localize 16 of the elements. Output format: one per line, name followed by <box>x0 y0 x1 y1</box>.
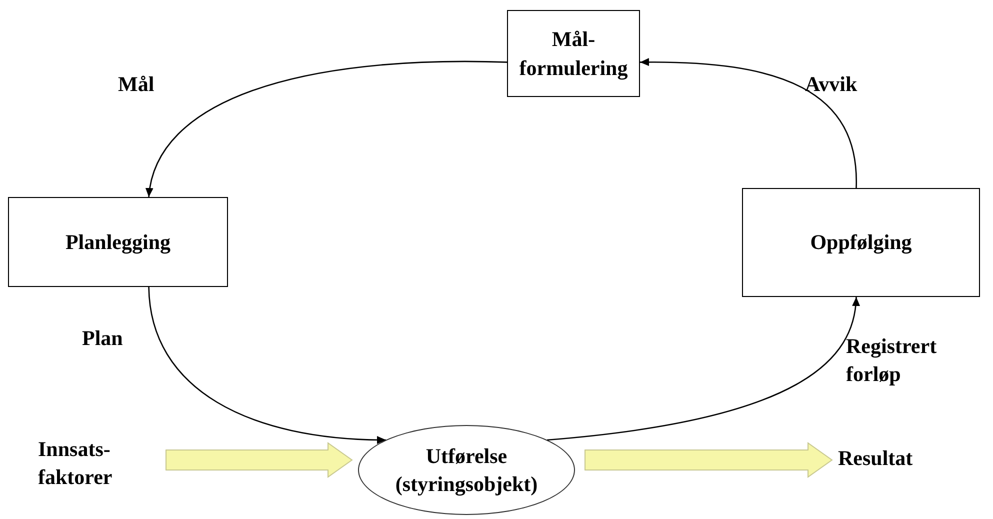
process-box: Oppfølging <box>742 188 980 297</box>
edge-label: Mål <box>118 71 154 98</box>
block-arrow <box>584 442 833 478</box>
process-box: Planlegging <box>8 197 228 287</box>
edge-label: Plan <box>82 325 123 352</box>
input-label: Innsats- faktorer <box>38 428 158 498</box>
execution-ellipse: Utførelse (styringsobjekt) <box>358 425 575 515</box>
edge-label: Registrert forløp <box>846 333 938 388</box>
curved-arrow <box>148 286 386 444</box>
edge-label: Avvik <box>805 71 858 98</box>
curved-arrow <box>146 60 507 198</box>
process-box: Mål- formulering <box>507 10 640 97</box>
block-arrow <box>166 442 353 478</box>
result-label: Resultat <box>838 440 948 476</box>
curved-arrow <box>546 296 860 441</box>
curved-arrow <box>640 58 857 188</box>
